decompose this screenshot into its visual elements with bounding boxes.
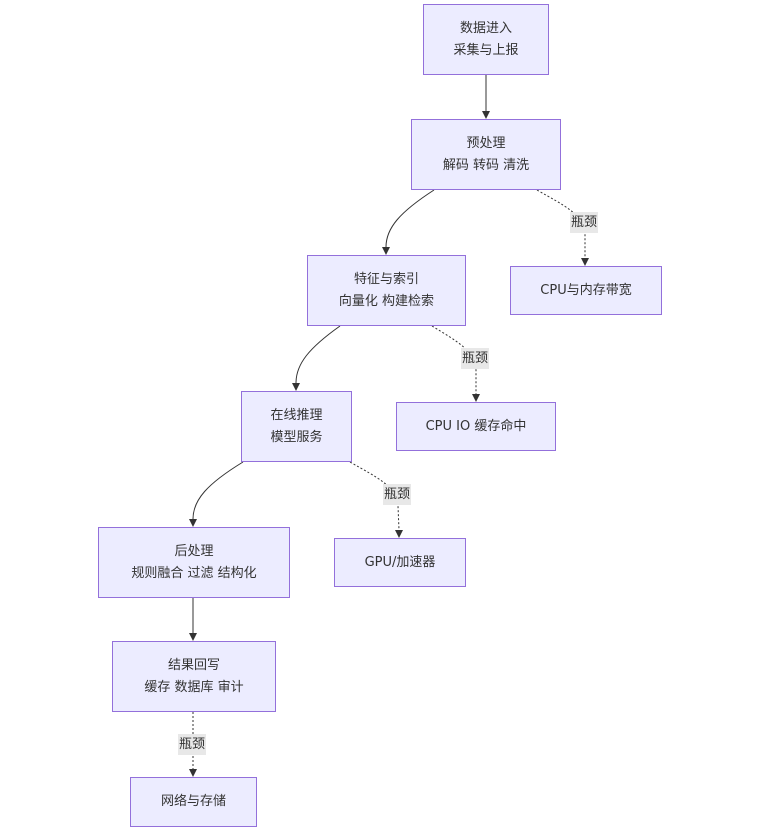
node-subtitle: 采集与上报 [453, 42, 519, 58]
node-bottleneck-gpu: GPU/加速器 [334, 538, 466, 587]
edge-feature-to-inference [295, 325, 341, 384]
node-title: 预处理 [466, 135, 506, 151]
node-postprocess: 后处理 规则融合 过滤 结构化 [98, 527, 290, 598]
node-online-inference: 在线推理 模型服务 [241, 391, 352, 462]
node-preprocess: 预处理 解码 转码 清洗 [411, 119, 561, 190]
edge-label-bottleneck: 瓶颈 [461, 348, 490, 369]
node-title: 结果回写 [167, 657, 220, 673]
node-title: 特征与索引 [353, 271, 419, 287]
edge-preprocess-to-feature [385, 189, 435, 248]
node-subtitle: 缓存 数据库 审计 [144, 679, 244, 695]
arrowhead-icon [189, 769, 197, 777]
node-subtitle: 解码 转码 清洗 [442, 157, 530, 173]
node-label: GPU/加速器 [364, 554, 436, 570]
node-subtitle: 向量化 构建检索 [338, 293, 435, 309]
node-label: CPU IO 缓存命中 [425, 418, 527, 434]
node-bottleneck-cpu-io: CPU IO 缓存命中 [396, 402, 556, 451]
arrowhead-icon [382, 247, 390, 255]
node-bottleneck-cpu-memory: CPU与内存带宽 [510, 266, 662, 315]
node-title: 数据进入 [459, 20, 512, 36]
node-title: 后处理 [174, 543, 214, 559]
arrowhead-icon [395, 530, 403, 538]
node-feature-index: 特征与索引 向量化 构建检索 [307, 255, 466, 326]
node-title: 在线推理 [270, 407, 323, 423]
node-bottleneck-network-storage: 网络与存储 [130, 777, 257, 827]
node-result-writeback: 结果回写 缓存 数据库 审计 [112, 641, 276, 712]
node-label: 网络与存储 [160, 794, 226, 809]
node-label: CPU与内存带宽 [540, 282, 632, 298]
edge-label-bottleneck: 瓶颈 [178, 734, 207, 755]
arrowhead-icon [189, 519, 197, 527]
arrowhead-icon [482, 111, 490, 119]
node-data-ingest: 数据进入 采集与上报 [423, 4, 549, 75]
arrowhead-icon [581, 258, 589, 266]
edge-label-bottleneck: 瓶颈 [383, 484, 412, 505]
node-subtitle: 模型服务 [270, 429, 323, 445]
arrowhead-icon [292, 383, 300, 391]
arrowhead-icon [189, 633, 197, 641]
edge-inference-to-postprocess [192, 461, 244, 520]
edge-label-bottleneck: 瓶颈 [570, 212, 599, 233]
node-subtitle: 规则融合 过滤 结构化 [131, 565, 257, 581]
arrowhead-icon [472, 394, 480, 402]
